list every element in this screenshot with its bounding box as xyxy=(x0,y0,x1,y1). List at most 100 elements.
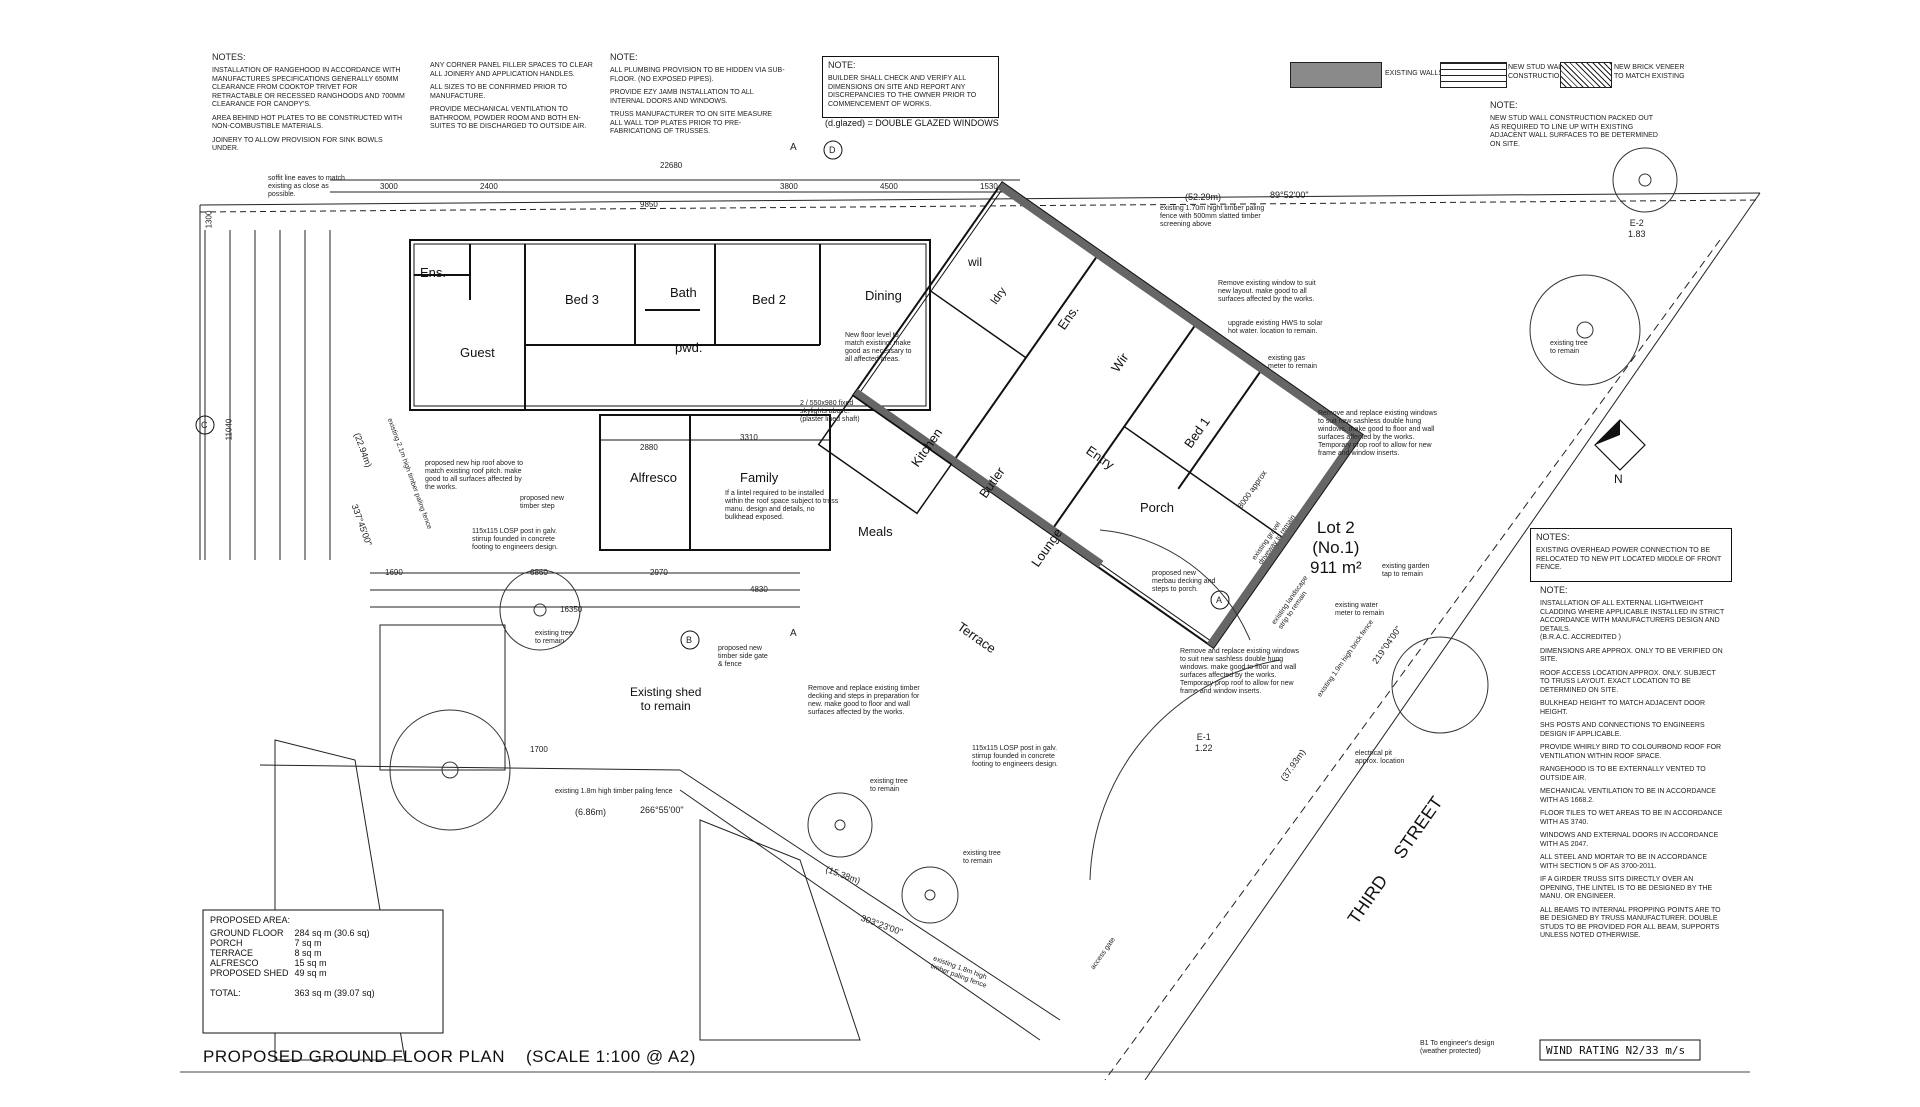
easement-e2: E-2 1.83 xyxy=(1628,218,1646,239)
dim-top-2400: 2400 xyxy=(480,182,498,191)
lot-label: Lot 2 (No.1) 911 m² xyxy=(1310,518,1362,577)
electrical-pit-note: electrical pit approx. location xyxy=(1355,750,1405,765)
notes-builder: NOTE: BUILDER SHALL CHECK AND VERIFY ALL… xyxy=(822,56,999,118)
room-ensuite-1: Ens. xyxy=(420,265,447,280)
side-gate-note: proposed new timber side gate & fence xyxy=(718,645,768,668)
room-bed-2: Bed 2 xyxy=(752,292,786,307)
bearing-mid: 266°55'00" xyxy=(640,805,684,815)
room-family: Family xyxy=(740,470,779,485)
legend-brick-swatch xyxy=(1560,62,1612,88)
remove-window-note: Remove existing window to suit new layou… xyxy=(1218,280,1316,303)
dim-overall-top: 22680 xyxy=(660,161,683,170)
note-item: DIMENSIONS ARE APPROX. ONLY TO BE VERIFI… xyxy=(1540,647,1723,664)
legend-note: NOTE: NEW STUD WALL CONSTRUCTION PACKED … xyxy=(1490,100,1658,148)
marker-b: B xyxy=(686,635,693,645)
section-a-bottom: A xyxy=(790,628,797,639)
note-item: ALL BEAMS TO INTERNAL PROPPING POINTS AR… xyxy=(1540,906,1721,940)
area-heading: PROPOSED AREA: xyxy=(210,915,291,925)
room-bath: Bath xyxy=(670,285,697,300)
room-meals: Meals xyxy=(858,524,893,539)
drawing-title: PROPOSED GROUND FLOOR PLAN (SCALE 1:100 … xyxy=(203,1047,696,1066)
dim-top-3000: 3000 xyxy=(380,182,398,191)
note-item: RANGEHOOD IS TO BE EXTERNALLY VENTED TO … xyxy=(1540,766,1706,782)
hip-roof-note: proposed new hip roof above to match exi… xyxy=(425,460,524,491)
note-item: PROVIDE WHIRLY BIRD TO COLOURBOND ROOF F… xyxy=(1540,744,1722,760)
tree-note-3: existing tree to remain xyxy=(963,850,1001,865)
dim-bottom-1690: 1690 xyxy=(385,568,403,577)
note-item: MECHANICAL VENTILATION TO BE IN ACCORDAN… xyxy=(1540,788,1716,804)
dim-top-4500: 4500 xyxy=(880,182,898,191)
note-item: TRUSS MANUFACTURER TO ON SITE MEASURE AL… xyxy=(610,111,772,135)
note-item: ROOF ACCESS LOCATION APPROX. ONLY. SUBJE… xyxy=(1540,669,1716,694)
legend-existing-swatch xyxy=(1290,62,1382,88)
fence-mid-note: existing 1.8m high timber paling fence xyxy=(555,788,673,795)
dim-family-3310: 3310 xyxy=(740,433,758,442)
dim-bottom-4830: 4830 xyxy=(750,585,768,594)
note-item: ALL SIZES TO BE CONFIRMED PRIOR TO MANUF… xyxy=(430,84,567,100)
room-porch: Porch xyxy=(1140,500,1174,515)
north-arrow-icon xyxy=(1594,419,1646,471)
note-item: WINDOWS AND EXTERNAL DOORS IN ACCORDANCE… xyxy=(1540,832,1719,848)
skylights-note: 2 / 550x980 fixed skylights above. (plas… xyxy=(800,400,860,423)
drawing-scale: (SCALE 1:100 @ A2) xyxy=(525,1047,696,1066)
notes-power: NOTES: EXISTING OVERHEAD POWER CONNECTIO… xyxy=(1530,528,1732,582)
fence-top-note: existing 1.70m hight timber paling fence… xyxy=(1160,205,1265,228)
gas-meter-note: existing gas meter to remain xyxy=(1268,355,1318,370)
water-meter-note: existing water meter to remain xyxy=(1335,602,1385,617)
hws-note: upgrade existing HWS to solar hot water.… xyxy=(1228,320,1323,335)
room-wil: wil xyxy=(968,255,982,269)
distance-top: (52.29m) xyxy=(1185,192,1222,202)
notes-rangehood: NOTES: INSTALLATION OF RANGEHOOD IN ACCO… xyxy=(212,52,407,159)
dim-bottom-6860: 6860 xyxy=(530,568,548,577)
legend-brick-label: NEW BRICK VENEER TO MATCH EXISTING xyxy=(1614,64,1685,80)
note-item: AREA BEHIND HOT PLATES TO BE CONSTRUCTED… xyxy=(212,114,403,131)
note-item: BULKHEAD HEIGHT TO MATCH ADJACENT DOOR H… xyxy=(1540,700,1706,716)
tree-note-1: existing tree to remain xyxy=(535,630,573,645)
north-label: N xyxy=(1614,472,1623,486)
legend-stud-label: NEW STUD WALL CONSTRUCTION xyxy=(1508,64,1567,80)
legend-existing-label: EXISTING WALLS xyxy=(1385,70,1444,77)
dim-shed-1700: 1700 xyxy=(530,745,548,754)
wind-rating: WIND RATING N2/33 m/s xyxy=(1546,1044,1686,1057)
note-item: SHS POSTS AND CONNECTIONS TO ENGINEERS D… xyxy=(1540,722,1705,738)
room-guest: Guest xyxy=(460,345,495,360)
notes-joinery: ANY CORNER PANEL FILLER SPACES TO CLEAR … xyxy=(430,62,600,137)
dim-bottom-overall: 16350 xyxy=(560,605,583,614)
room-powder: pwd. xyxy=(675,340,703,355)
note-item: ALL PLUMBING PROVISION TO BE HIDDEN VIA … xyxy=(610,67,785,83)
replace-windows-note-1: Remove and replace existing windows to s… xyxy=(1318,410,1438,457)
section-a-top: A xyxy=(790,142,797,153)
dim-passage: 9850 xyxy=(640,200,658,209)
bearing-top: 89°52'00" xyxy=(1270,190,1309,200)
note-item: PROVIDE MECHANICAL VENTILATION TO BATHRO… xyxy=(430,106,587,130)
existing-shed-label: Existing shed to remain xyxy=(630,685,702,713)
tree-note-2: existing tree to remain xyxy=(870,778,908,793)
room-dining: Dining xyxy=(865,288,902,303)
dim-alfresco-2880: 2880 xyxy=(640,443,658,452)
dim-bottom-2970: 2970 xyxy=(650,568,668,577)
note-item: INSTALLATION OF ALL EXTERNAL LIGHTWEIGHT… xyxy=(1540,600,1725,641)
replace-windows-note-2: Remove and replace existing windows to s… xyxy=(1180,648,1300,695)
dim-top-3800: 3800 xyxy=(780,182,798,191)
timber-step-note: proposed new timber step xyxy=(520,495,564,510)
marker-a: A xyxy=(1216,595,1223,605)
tree-note-4: existing tree to remain xyxy=(1550,340,1588,355)
porch-steps-note: proposed new merbau decking and steps to… xyxy=(1152,570,1216,593)
dim-top-1530: 1530 xyxy=(980,182,998,191)
decking-note: Remove and replace existing timber decki… xyxy=(808,685,920,716)
note-item: PROVIDE EZY JAMB INSTALLATION TO ALL INT… xyxy=(610,89,754,105)
marker-d: D xyxy=(829,145,836,155)
note-item: ANY CORNER PANEL FILLER SPACES TO CLEAR … xyxy=(430,62,593,78)
note-item: INSTALLATION OF RANGEHOOD IN ACCORDANCE … xyxy=(212,67,405,108)
legend-stud-swatch xyxy=(1440,62,1507,88)
losp-note-1: 115x115 LOSP post in galv. stirrup found… xyxy=(472,528,559,551)
soffit-note: soffit line eaves to match existing as c… xyxy=(268,175,345,198)
b1-note: B1 To engineer's design (weather protect… xyxy=(1420,1040,1495,1055)
notes-plumbing: NOTE: ALL PLUMBING PROVISION TO BE HIDDE… xyxy=(610,52,785,135)
